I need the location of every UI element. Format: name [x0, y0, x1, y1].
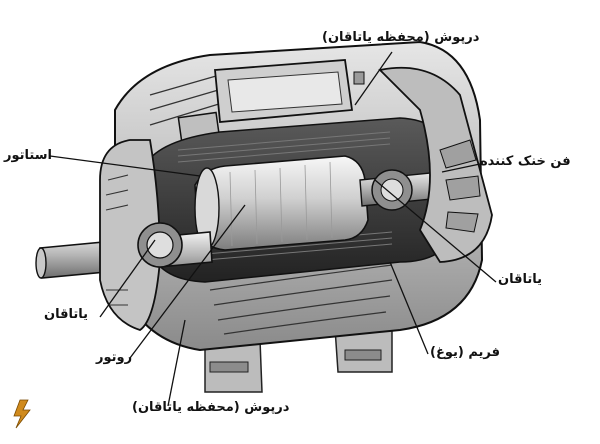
label-cooling-fan: فن خنک کننده	[480, 154, 571, 169]
cooling-fan-blades	[439, 139, 481, 233]
mounting-feet	[204, 327, 393, 393]
label-frame: فریم (یوغ)	[430, 345, 500, 360]
leader-lines	[49, 51, 497, 407]
right-end-cover	[371, 66, 493, 263]
label-rotor: روتور	[96, 350, 133, 365]
label-end-cover-top: درپوش (محفظه یاتاقان)	[322, 30, 480, 45]
stator-core	[177, 131, 393, 263]
label-stator: استاتور	[4, 148, 52, 163]
left-end-cover	[99, 139, 183, 331]
label-end-cover-bottom: درپوش (محفظه یاتاقان)	[132, 400, 290, 415]
label-bearing-left: یاتاقان	[44, 307, 89, 322]
rotor-body	[194, 155, 369, 251]
label-bearing-right: یاتاقان	[498, 272, 543, 287]
peyman-electric-logo	[13, 399, 31, 429]
